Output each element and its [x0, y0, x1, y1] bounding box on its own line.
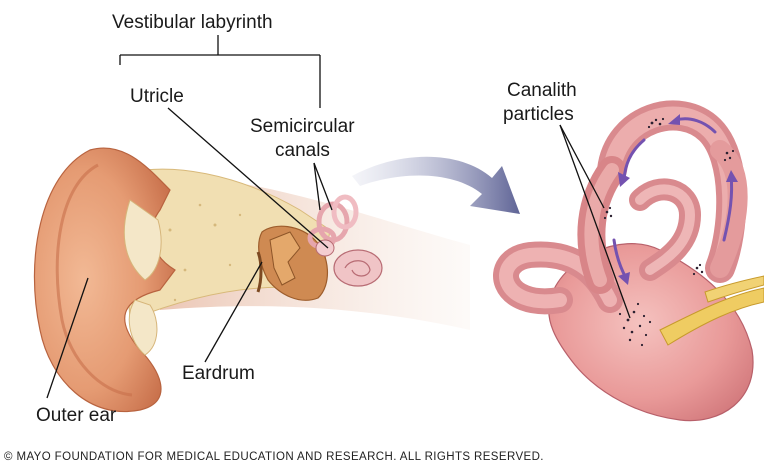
label-semicircular-line2: canals [275, 140, 330, 162]
zoom-arrow [352, 157, 520, 214]
label-semicircular-line1: Semicircular [250, 116, 355, 138]
label-canalith-line1: Canalith [507, 80, 577, 102]
label-utricle: Utricle [130, 86, 184, 108]
labyrinth-enlarged [506, 114, 764, 421]
copyright-notice: © MAYO FOUNDATION FOR MEDICAL EDUCATION … [4, 451, 544, 463]
label-canalith-line2: particles [503, 104, 574, 126]
label-vestibular-labyrinth: Vestibular labyrinth [112, 12, 273, 34]
label-eardrum: Eardrum [182, 363, 255, 385]
label-outer-ear: Outer ear [36, 405, 116, 427]
